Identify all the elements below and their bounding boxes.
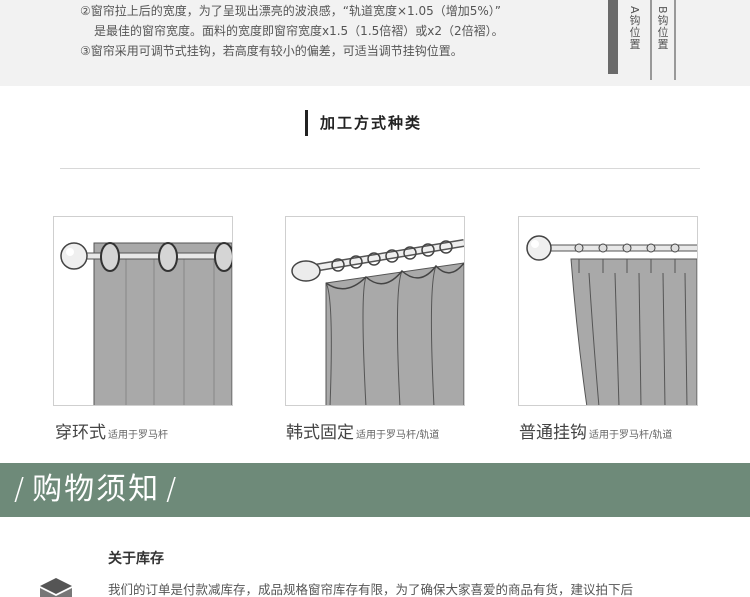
divider-line <box>650 0 652 80</box>
note-line-width: ②窗帘拉上后的宽度，为了呈现出漂亮的波浪感，“轨道宽度×1.05（增加5%）” <box>80 4 502 18</box>
korean-pleat-curtain-illustration <box>291 239 464 405</box>
curtain-edge-bar <box>608 0 618 74</box>
slash-decoration: / <box>166 472 179 507</box>
shopping-notice-banner: /购物须知/ <box>0 463 750 517</box>
korean-pleat-style-caption: 韩式固定适用于罗马杆/轨道 <box>286 418 439 443</box>
style-usage: 适用于罗马杆/轨道 <box>356 430 440 441</box>
size-notes-panel: ②窗帘拉上后的宽度，为了呈现出漂亮的波浪感，“轨道宽度×1.05（增加5%）” … <box>0 0 750 86</box>
style-usage: 适用于罗马杆 <box>108 430 168 441</box>
divider-line <box>674 0 676 80</box>
section-title: 加工方式种类 <box>305 110 422 136</box>
grommet-curtain-illustration <box>60 242 232 405</box>
stock-info-title: 关于库存 <box>108 551 164 567</box>
grommet-style-card <box>53 216 233 406</box>
banner-heading: /购物须知/ <box>8 467 184 513</box>
package-box-icon <box>40 578 72 597</box>
style-name: 韩式固定 <box>286 423 354 443</box>
korean-pleat-style-card <box>285 216 465 406</box>
stock-info-text: 我们的订单是付款减库存，成品规格窗帘库存有限，为了确保大家喜爱的商品有货，建议拍… <box>108 582 634 597</box>
banner-title: 购物须知 <box>32 472 161 507</box>
note-line-hook: ③窗帘采用可调节式挂钩，若高度有较小的偏差，可适当调节挂钩位置。 <box>80 44 463 58</box>
normal-hook-curtain-illustration <box>526 235 697 405</box>
style-name: 普通挂钩 <box>519 423 587 443</box>
slash-decoration: / <box>14 472 27 507</box>
normal-hook-style-caption: 普通挂钩适用于罗马杆/轨道 <box>519 418 672 443</box>
hook-position-diagram: A钩位置 B钩位置 <box>606 0 686 80</box>
hook-a-label: A钩位置 <box>628 6 641 51</box>
hook-b-label: B钩位置 <box>656 6 669 51</box>
style-name: 穿环式 <box>55 423 106 443</box>
style-usage: 适用于罗马杆/轨道 <box>589 430 673 441</box>
grommet-style-caption: 穿环式适用于罗马杆 <box>55 418 168 443</box>
section-divider <box>60 168 700 169</box>
normal-hook-style-card <box>518 216 698 406</box>
note-line-fabric: 是最佳的窗帘宽度。面料的宽度即窗帘宽度x1.5（1.5倍褶）或x2（2倍褶）。 <box>94 24 504 38</box>
